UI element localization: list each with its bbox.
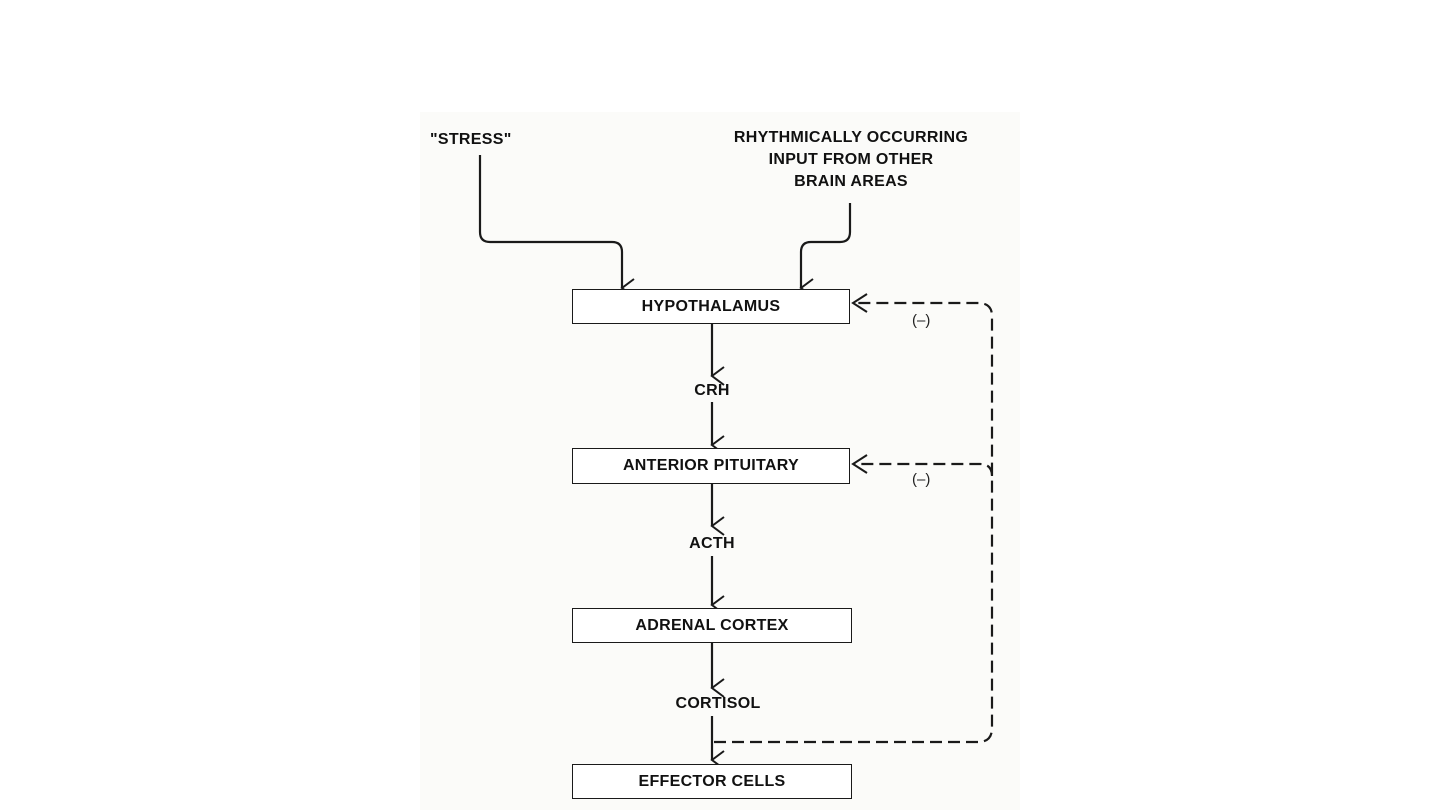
feedback-sign-pituitary: (–) (912, 471, 931, 488)
rhythmic-input-label: RHYTHMICALLY OCCURRING INPUT FROM OTHER … (734, 127, 968, 193)
anterior-pituitary-box: ANTERIOR PITUITARY (572, 448, 850, 484)
acth-label: ACTH (689, 535, 735, 552)
hypothalamus-box: HYPOTHALAMUS (572, 289, 850, 324)
negative-feedback-loop (714, 293, 994, 744)
adrenal-cortex-box: ADRENAL CORTEX (572, 608, 852, 643)
rhythmic-input-line-1: RHYTHMICALLY OCCURRING (733, 129, 969, 146)
crh-label: CRH (694, 382, 730, 399)
feedback-sign-hypothalamus: (–) (912, 312, 931, 329)
stress-label: "STRESS" (430, 131, 512, 148)
rhythmic-input-arrow (799, 203, 852, 298)
effector-cells-box: EFFECTOR CELLS (572, 764, 852, 799)
stress-arrow (478, 155, 635, 298)
negative-feedback-branch (851, 454, 994, 477)
rhythmic-input-line-2: INPUT FROM OTHER (768, 151, 934, 168)
cortisol-label: CORTISOL (675, 695, 761, 712)
rhythmic-input-line-3: BRAIN AREAS (794, 173, 908, 190)
